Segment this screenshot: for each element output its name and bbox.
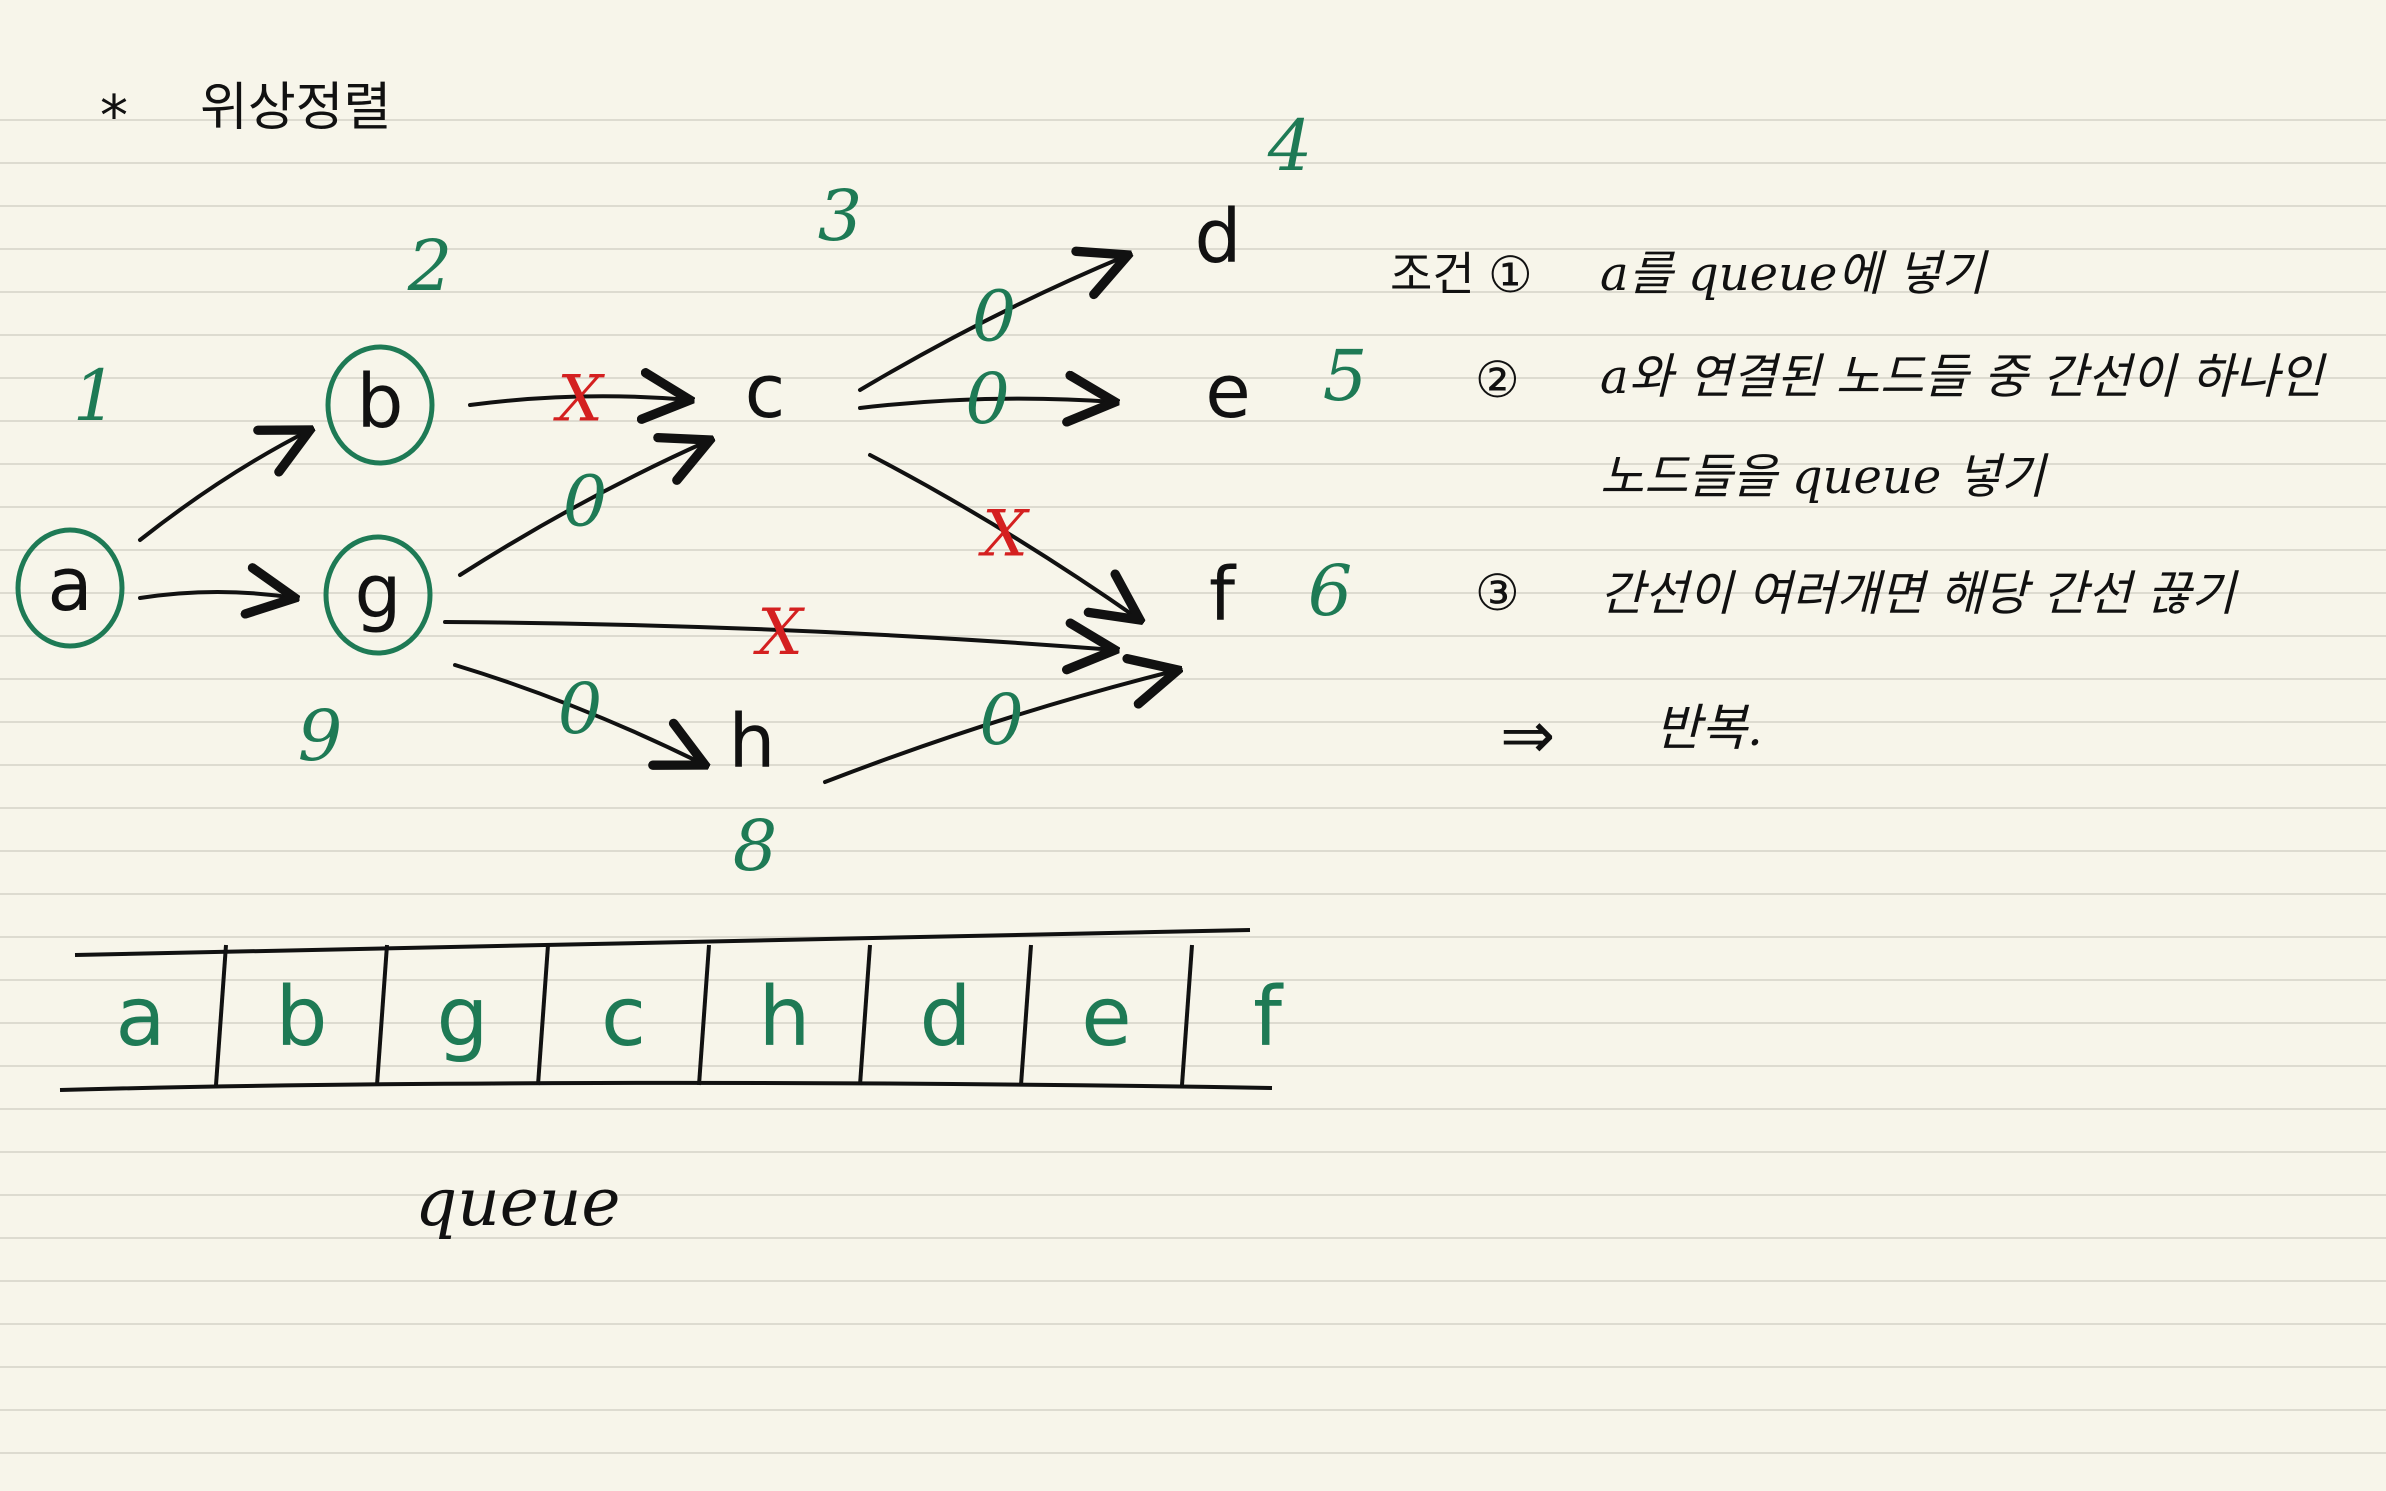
node-order-c: 3 — [818, 175, 863, 257]
node-label-d: d — [1195, 194, 1242, 280]
notes-panel: 조건 ① a를 queue에 넣기 ② a와 연결된 노드들 중 간선이 하나인… — [1390, 246, 2327, 774]
node-order-b: 2 — [407, 225, 453, 307]
edge-mark-h-f: 0 — [979, 679, 1024, 761]
node-label-h: h — [729, 699, 776, 785]
queue-label: queue — [415, 1164, 620, 1241]
edge-g-h — [453, 663, 705, 765]
queue-divider — [1019, 944, 1033, 1086]
node-label-c: c — [745, 349, 786, 435]
queue-divider — [214, 944, 228, 1086]
edge-g-c — [458, 440, 710, 577]
node-circle-a — [15, 527, 125, 649]
queue-bottom-line — [59, 1080, 1273, 1092]
node-order-h: 8 — [733, 805, 778, 887]
queue-cell-e: e — [1081, 970, 1131, 1065]
queue-cell-f: f — [1253, 970, 1284, 1065]
edge-c-f — [868, 453, 1140, 620]
node-order-a: 1 — [73, 355, 118, 437]
queue-divider — [375, 944, 389, 1086]
node-order-f: 6 — [1308, 550, 1353, 632]
queue-divider — [536, 944, 550, 1086]
queue-cell-d: d — [919, 970, 971, 1065]
queue-cell-c: c — [601, 970, 646, 1065]
edge-mark-g-h: 0 — [558, 668, 603, 750]
node-label-e: e — [1205, 349, 1251, 435]
step-1-number: ① — [1488, 246, 1533, 304]
step-2-number: ② — [1475, 351, 1520, 409]
step-1-text: a를 queue에 넣기 — [1600, 246, 1989, 302]
queue-divider — [858, 944, 872, 1086]
queue-cell-a: a — [115, 970, 165, 1065]
title-bullet: * — [100, 84, 128, 149]
notes-heading: 조건 — [1390, 247, 1475, 301]
edge-h-f — [823, 670, 1178, 784]
node-order-e: 5 — [1323, 335, 1368, 417]
result-text: 반복. — [1655, 699, 1763, 757]
step-3-number: ③ — [1475, 564, 1520, 622]
node-label-f: f — [1209, 552, 1237, 638]
node-order-d: 4 — [1267, 105, 1313, 187]
result-arrow: ⇒ — [1500, 697, 1555, 774]
step-2-text: a와 연결된 노드들 중 간선이 하나인 — [1600, 349, 2327, 405]
edge-mark-c-d: 0 — [972, 276, 1017, 358]
edge-mark-c-e: 0 — [965, 358, 1010, 440]
edge-a-g — [138, 592, 295, 598]
edge-mark-g-f: X — [752, 596, 805, 670]
queue-divider — [697, 944, 711, 1086]
ruled-lines — [0, 119, 2386, 1454]
step-3-text: 간선이 여러개면 해당 간선 끊기 — [1600, 566, 2239, 622]
edge-mark-g-c: 0 — [563, 461, 608, 543]
edge-mark-b-c: X — [552, 363, 605, 437]
edge-c-e — [858, 399, 1115, 408]
step-2-text-cont: 노드들을 queue 넣기 — [1600, 449, 2049, 505]
node-label-b: b — [357, 359, 404, 445]
page-title: * 위상정렬 — [100, 78, 391, 149]
queue-cell-h: h — [759, 970, 811, 1065]
title-text: 위상정렬 — [200, 78, 391, 138]
edge-c-d — [858, 255, 1128, 392]
node-circle-g — [323, 534, 433, 656]
edge-a-b — [138, 430, 310, 542]
node-label-g: g — [355, 549, 402, 635]
edge-mark-c-f: X — [977, 498, 1030, 572]
queue-top-line — [74, 928, 1251, 957]
queue-divider — [1180, 944, 1194, 1086]
edge-b-c — [468, 396, 690, 405]
queue-cell-b: b — [275, 970, 327, 1065]
node-order-g: 9 — [298, 695, 343, 777]
queue-cell-g: g — [436, 970, 488, 1065]
node-circle-b — [325, 344, 435, 466]
node-label-a: a — [47, 542, 92, 628]
edge-g-f — [443, 622, 1115, 650]
